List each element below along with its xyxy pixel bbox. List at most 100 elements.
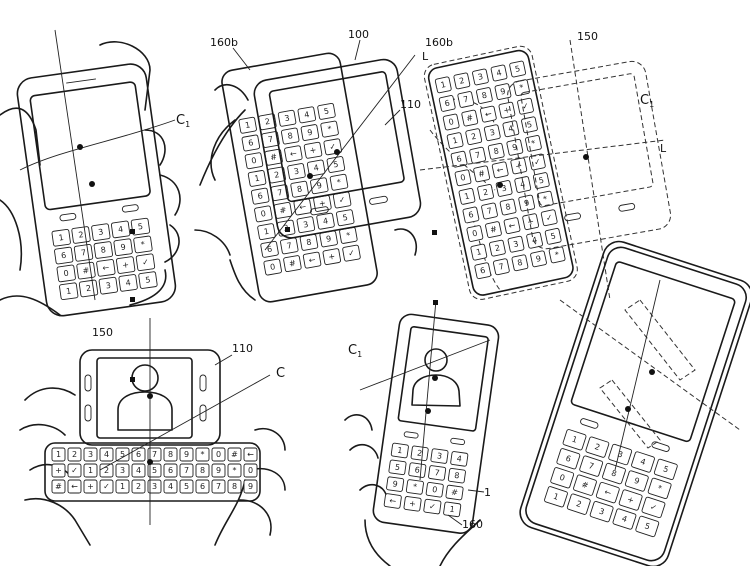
keypad-key (51, 463, 66, 478)
keypad-key-glyph: 4 (519, 180, 526, 190)
rotation-point (147, 459, 153, 465)
keypad-key-glyph: ← (496, 165, 505, 175)
keypad-key (550, 467, 575, 489)
keypad-key-glyph: ✓ (533, 157, 541, 167)
keypad-key (462, 206, 480, 224)
keypad-key (76, 261, 96, 280)
keypad-key-glyph: 0 (460, 173, 467, 183)
keypad-key (99, 463, 114, 478)
keypad-key-glyph: # (466, 113, 475, 123)
keypad-key (450, 150, 468, 168)
keypad-key (454, 169, 472, 187)
keypad-key-glyph: 4 (136, 466, 141, 475)
keypad-key (260, 240, 279, 258)
keypad-key-glyph: # (288, 259, 296, 269)
keypad-key-glyph: 5 (152, 466, 157, 475)
keypad-key (118, 274, 138, 292)
keypad-key (473, 165, 490, 183)
keypad-key-glyph: 5 (538, 176, 545, 186)
keypad-key (51, 228, 71, 247)
keypad-key-glyph: 5 (394, 463, 400, 473)
keypad-key-glyph: 7 (152, 450, 157, 459)
phone-screen (96, 357, 193, 439)
keypad-key-glyph: 2 (575, 499, 583, 509)
keypad-key (461, 109, 479, 127)
keypad-key-glyph: 6 (248, 138, 255, 148)
keypad-key-glyph: 5 (145, 275, 151, 285)
hand-outline (194, 84, 417, 301)
keypad-key (263, 258, 282, 276)
keypad-key (96, 259, 116, 277)
keypad-key (326, 156, 346, 173)
keypad-key-glyph: * (542, 194, 548, 204)
keypad-key-glyph: 0 (432, 485, 438, 495)
keypad-key-glyph: + (626, 495, 635, 506)
keypad-key (322, 248, 342, 266)
keypad-key (227, 447, 242, 462)
keypad-key (556, 448, 581, 470)
label-c1-fig5: C1 (348, 343, 362, 359)
dashed-arrow-guide (624, 299, 696, 381)
center-point (649, 369, 655, 375)
keypad-key (522, 213, 540, 231)
keypad-key-glyph: 5 (120, 450, 125, 459)
keypad-key-glyph: 6 (266, 244, 273, 254)
keypad-key-glyph: 0 (248, 466, 253, 475)
center-point (77, 144, 83, 150)
keypad-key-glyph: ✓ (545, 213, 553, 223)
keypad-key (499, 198, 517, 216)
keypad-key-glyph: 9 (316, 181, 323, 191)
keypad-key (280, 127, 300, 145)
keypad-key (163, 447, 178, 462)
keypad-key (310, 177, 329, 195)
keypad-key (386, 476, 405, 492)
keypad-key (388, 459, 407, 476)
keypad-key-glyph: + (503, 105, 511, 115)
keypad-key (163, 463, 178, 478)
keypad-key-glyph: 4 (303, 110, 310, 120)
keypad-key-glyph: 1 (475, 247, 482, 257)
keypad-key-glyph: + (309, 145, 317, 155)
label-1-fig5: 1 (484, 486, 491, 499)
label-160b-fig2: 160b (210, 36, 238, 49)
keypad-key (320, 120, 339, 138)
axis-line (264, 54, 416, 251)
keypad-key-glyph: 3 (477, 72, 484, 82)
keypad-key (383, 493, 402, 509)
keypad-key (506, 138, 524, 156)
keypad-key-glyph: 2 (85, 284, 91, 294)
keypad-key-glyph: 4 (621, 514, 629, 524)
keypad-key (227, 479, 242, 494)
keypad-key-glyph: 7 (434, 468, 440, 478)
keypad-key-glyph: 2 (458, 76, 465, 86)
keypad-key-glyph: 9 (535, 254, 542, 264)
phone-body (507, 60, 672, 250)
keypad-key-glyph: 4 (322, 216, 329, 226)
keypad-key-glyph: 8 (517, 258, 524, 268)
keypad-key (56, 264, 76, 283)
keypad-key (423, 498, 442, 515)
keypad-key (78, 279, 99, 298)
keypad-key (130, 217, 151, 236)
rotation-point (89, 181, 95, 187)
keypad-key-glyph: ✓ (103, 482, 110, 491)
keypad-key-glyph: 0 (251, 156, 258, 166)
keypad-key (521, 116, 538, 134)
keypad-key-glyph: 4 (639, 457, 647, 467)
keypad-key (290, 180, 309, 198)
keypad-key-glyph: 9 (500, 87, 507, 97)
keypad-key (51, 447, 66, 462)
keypad-key-glyph: * (327, 124, 333, 134)
keypad-key-glyph: 4 (313, 163, 320, 173)
keypad-key (317, 102, 336, 120)
keypad-key (244, 152, 264, 170)
keypad-key (492, 258, 510, 276)
keypad-key-glyph: + (409, 499, 417, 509)
keypad-key-glyph: + (122, 260, 130, 270)
label-c-fig4: C (276, 366, 285, 381)
keypad-key-glyph: 4 (531, 235, 538, 245)
keypad-key (73, 244, 94, 262)
keypad-key (458, 187, 476, 205)
center-point (432, 375, 438, 381)
